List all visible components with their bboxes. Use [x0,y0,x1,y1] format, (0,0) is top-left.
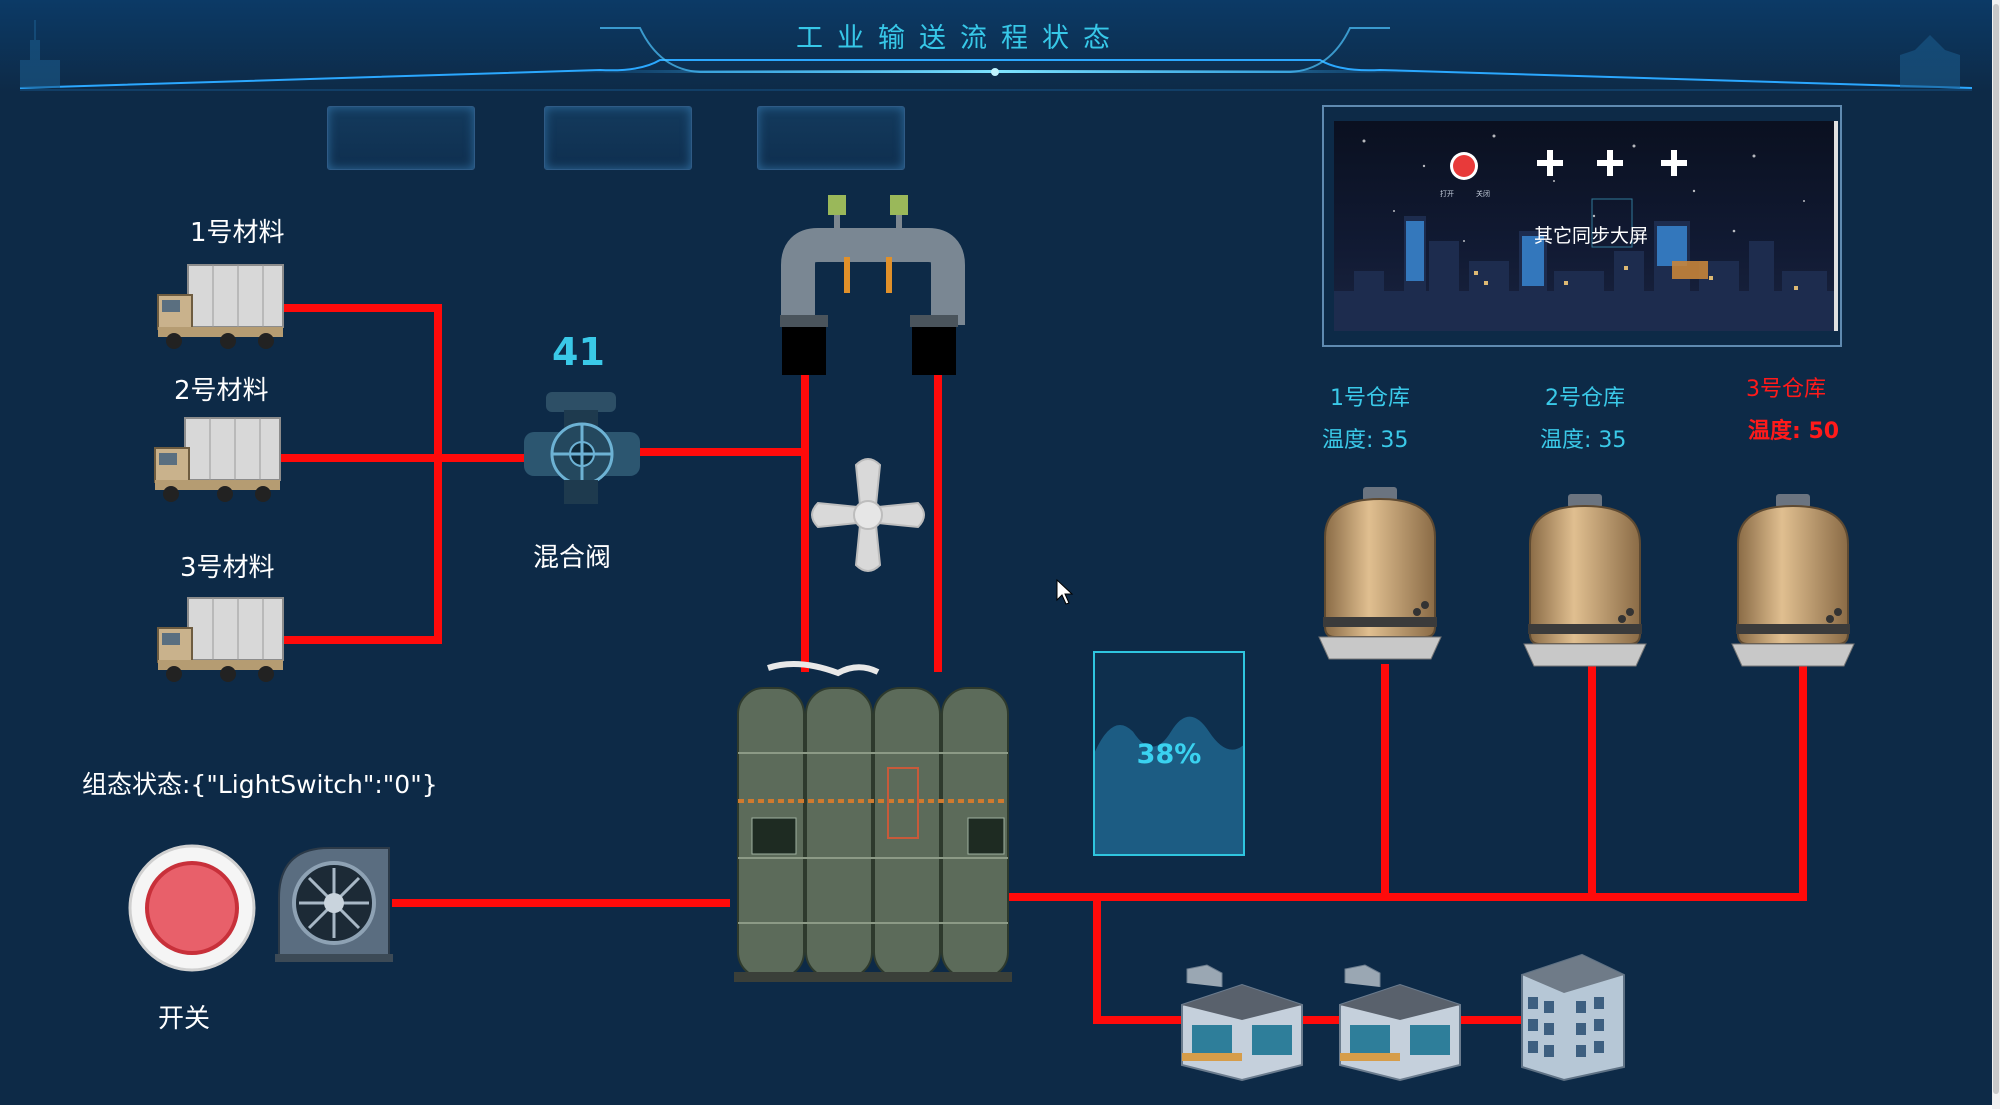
warehouse-name-1: 1号仓库 [1330,386,1410,411]
warehouse-temp-2: 温度: 35 [1540,428,1627,453]
city-screen-panel[interactable]: 打开 关闭 其它同步大屏 [1322,105,1842,347]
city-screen-caption: 其它同步大屏 [1534,225,1649,247]
zoom-controls [1537,150,1687,248]
warehouse-name-3: 3号仓库 [1746,377,1826,402]
record-button-icon[interactable] [1334,121,1834,331]
top-button-2[interactable] [544,106,692,170]
warehouse-temp-1: 温度: 35 [1322,428,1409,453]
office-building-icon [1521,953,1625,1082]
page-scrollbar-thumb[interactable] [1993,4,1999,1094]
panel-scrollbar[interactable] [1834,121,1838,331]
material-pipe-1-3 [278,304,442,644]
page-title: 工业输送流程状态 [796,23,1124,54]
warehouse-name-2: 2号仓库 [1545,386,1625,411]
material-label-3: 3号材料 [180,553,275,583]
tank-level-gauge: 38% [1093,651,1245,856]
city-screen-scene: 打开 关闭 其它同步大屏 [1334,121,1834,331]
open-label: 打开 [1440,190,1454,198]
header-decoration [0,0,1992,92]
page-scrollbar[interactable] [1992,0,2000,1109]
valve-label: 混合阀 [533,543,612,573]
material-label-1: 1号材料 [190,218,285,248]
city-skyline [1334,134,1834,331]
tank-level-value: 38% [1136,739,1202,770]
material-label-2: 2号材料 [174,376,269,406]
status-text: 组态状态:{"LightSwitch":"0"} [82,770,438,799]
top-button-1[interactable] [327,106,475,170]
level-wave [1095,716,1243,854]
top-button-3[interactable] [757,106,905,170]
close-label: 关闭 [1476,190,1490,198]
valve-value: 41 [552,330,605,374]
plus-icon-group [1537,150,1687,176]
warehouse-temp-3: 温度: 50 [1748,419,1840,444]
switch-label: 开关 [158,1004,211,1034]
